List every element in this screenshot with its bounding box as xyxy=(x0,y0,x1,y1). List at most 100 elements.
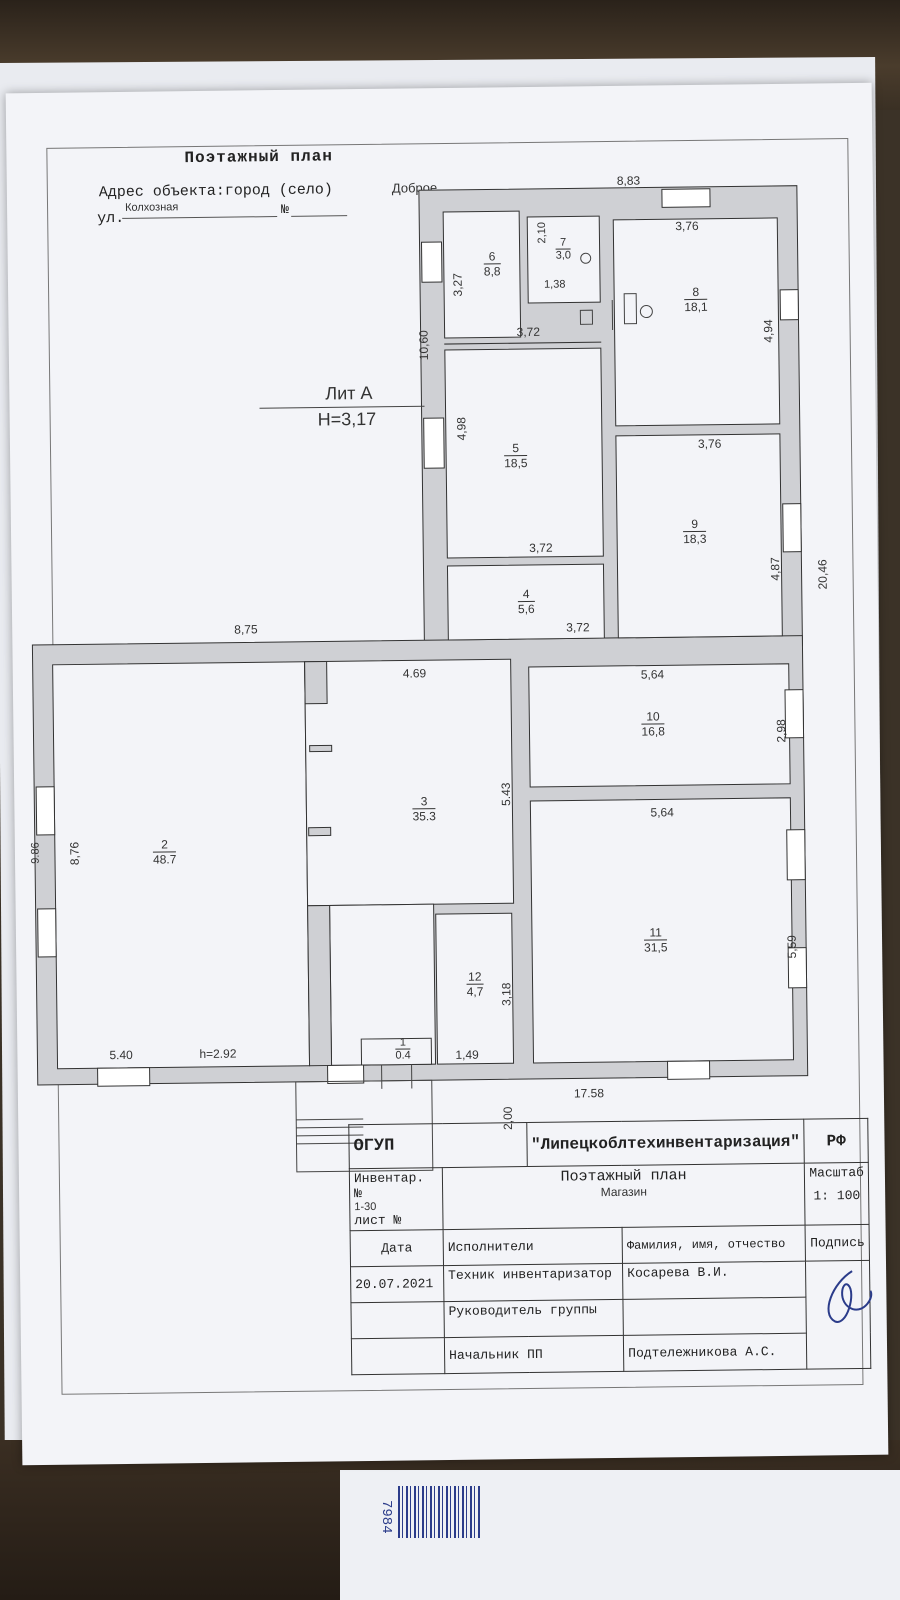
window-right-3 xyxy=(784,689,805,739)
dim-room2-w: 8,76 xyxy=(67,841,82,866)
window-left-2 xyxy=(37,908,57,958)
stamp-scale-label: Масштаб xyxy=(809,1164,864,1181)
room-4-floor xyxy=(446,563,605,641)
dim-room2-h: h=2.92 xyxy=(199,1046,237,1062)
window-left-upper-1 xyxy=(420,241,443,283)
stamp-fio-label: Фамилия, имя, отчество xyxy=(622,1225,806,1264)
partition-lower xyxy=(307,904,333,1067)
floor-plan-sheet: Поэтажный план Адрес объекта:город (село… xyxy=(5,82,889,1466)
dim-room11-w: 5,64 xyxy=(650,805,674,820)
stamp-name-1: Косарева В.И. xyxy=(622,1261,807,1300)
stamp-org: ОГУП xyxy=(348,1122,527,1169)
dim-room3-top: 4.69 xyxy=(402,666,427,681)
stamp-sheet-label: лист № xyxy=(354,1212,402,1229)
stamp-signature-cell xyxy=(805,1260,873,1370)
dim-mid-left: 8,75 xyxy=(234,622,258,637)
floor-plan-drawing xyxy=(31,185,809,1173)
stamp-scale-cell: Масштаб 1: 100 xyxy=(804,1162,870,1226)
sink-icon xyxy=(579,309,594,325)
barcode-number: 7984 xyxy=(378,1500,394,1534)
stamp-object: Магазин xyxy=(600,1184,648,1200)
boiler-icon xyxy=(639,305,653,319)
stove-icon xyxy=(623,293,638,325)
barcode-icon xyxy=(398,1486,482,1538)
room-8-floor xyxy=(612,217,781,427)
stamp-inv-label: Инвентар. № xyxy=(353,1170,425,1202)
window-right-2 xyxy=(782,503,802,553)
partition-stub xyxy=(304,660,328,705)
stamp-date-label: Дата xyxy=(350,1229,444,1267)
dim-room12-w: 1,49 xyxy=(455,1047,479,1062)
dim-room5-h: 4,98 xyxy=(454,417,469,441)
dim-left-lower: 9.86 xyxy=(29,842,42,864)
window-right-1 xyxy=(779,289,799,321)
dim-room12-h: 3,18 xyxy=(499,982,514,1007)
dim-room4-w: 3,72 xyxy=(566,620,590,635)
dim-room2-bottom: 5.40 xyxy=(109,1047,133,1063)
room-12-floor xyxy=(435,912,515,1065)
window-left-upper-2 xyxy=(423,417,445,469)
dim-room6-w: 3,72 xyxy=(516,324,541,340)
stamp-role-3: Начальник ПП xyxy=(444,1335,624,1374)
dim-bottom-total: 17.58 xyxy=(573,1086,605,1101)
title-block: ОГУП "Липецкоблтехинвентаризация" РФ Инв… xyxy=(348,1118,873,1375)
lit-a-line xyxy=(259,405,425,409)
stamp-org-name: "Липецкоблтехинвентаризация" xyxy=(526,1119,805,1167)
stamp-scale-value: 1: 100 xyxy=(813,1187,861,1204)
dim-right-total: 20,46 xyxy=(815,559,830,590)
stamp-role-1: Техник инвентаризатор xyxy=(443,1263,624,1302)
room-7-floor xyxy=(526,215,601,304)
porch xyxy=(295,1079,434,1173)
stamp-signature-label: Подпись xyxy=(805,1224,870,1262)
window-left-1 xyxy=(35,786,56,836)
window-top xyxy=(661,188,711,208)
window-bottom-1 xyxy=(97,1067,151,1087)
room-3-floor xyxy=(304,658,515,907)
stamp-role-2: Руководитель группы xyxy=(443,1299,624,1338)
dim-room3-right: 5.43 xyxy=(498,782,514,807)
room-11-floor xyxy=(529,797,795,1064)
stamp-inv-value: 1-30 xyxy=(354,1200,377,1214)
dim-room8-w: 3,76 xyxy=(675,218,699,234)
stamp-doc-cell: Поэтажный план Магазин xyxy=(442,1163,806,1230)
room-5-floor xyxy=(444,347,604,559)
height-label: Н=3,17 xyxy=(317,408,377,430)
stamp-name-3: Подтележникова А.С. xyxy=(623,1333,808,1372)
room-6-floor xyxy=(442,210,522,339)
dim-room5-w: 3,72 xyxy=(529,540,553,555)
dim-room6-h: 3,27 xyxy=(450,273,465,297)
entrance-step xyxy=(327,1064,365,1084)
dim-top-total: 8,83 xyxy=(616,173,641,188)
toilet-icon xyxy=(580,252,592,264)
dim-room10-w: 5,64 xyxy=(640,667,665,682)
dim-room7-w: 1,38 xyxy=(543,278,566,291)
stamp-executors-label: Исполнители xyxy=(443,1227,623,1266)
signature-icon xyxy=(827,1270,873,1323)
stamp-inventory-cell: Инвентар. № 1-30 лист № xyxy=(349,1167,444,1231)
lit-label: Лит А xyxy=(325,382,373,404)
stamp-country: РФ xyxy=(804,1118,869,1164)
dim-room7-h: 2,10 xyxy=(535,222,549,244)
room-9-floor xyxy=(615,433,783,639)
dim-room8-h: 4,94 xyxy=(761,319,776,343)
dim-room9-w: 3,76 xyxy=(697,436,722,451)
window-bottom-2 xyxy=(667,1060,711,1080)
dim-room10-h: 2,98 xyxy=(774,719,789,743)
dim-room9-h: 4,87 xyxy=(768,557,783,581)
dim-room11-h: 5,59 xyxy=(784,935,799,959)
stamp-date-value: 20.07.2021 xyxy=(350,1265,444,1303)
room-1-floor xyxy=(360,1037,433,1066)
dim-left-upper: 10,60 xyxy=(416,330,431,361)
